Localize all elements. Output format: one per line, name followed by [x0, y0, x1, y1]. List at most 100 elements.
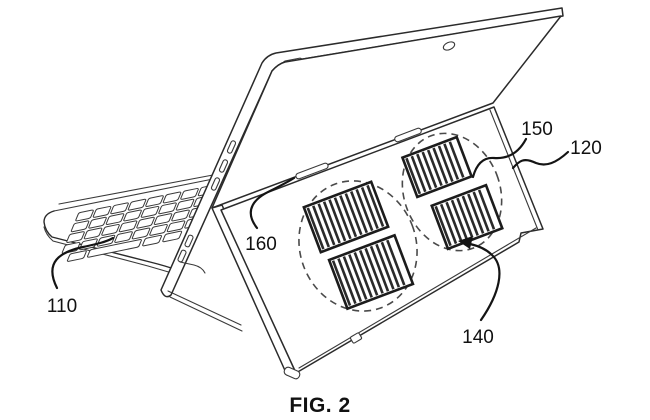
keyboard-key [119, 221, 138, 233]
keyboard-hinge-bar [184, 234, 194, 248]
tablet-bottom-edge-thickness [169, 296, 243, 332]
side-port [210, 177, 221, 191]
annotations: 110 160 150 120 140 [47, 119, 602, 348]
tablet-back-panel [211, 15, 562, 209]
solar-cell-stripe [364, 247, 384, 294]
solar-cell-stripe [456, 197, 474, 238]
keyboard-key [167, 221, 186, 233]
ref-label-150: 150 [521, 119, 553, 140]
solar-cell-stripe [443, 143, 460, 180]
solar-cell-stripe [375, 243, 395, 290]
solar-cell-stripe [360, 186, 379, 230]
keyboard-key [84, 228, 103, 240]
solar-cell-stripe [467, 193, 485, 234]
keyboard-key [75, 210, 94, 222]
solar-cell-stripe [358, 249, 379, 296]
figure-caption: FIG. 2 [289, 394, 350, 417]
solar-cell-stripe [434, 205, 452, 247]
keyboard-key [180, 188, 199, 200]
keyboard-key [158, 203, 177, 215]
solar-cell-stripe [348, 254, 368, 300]
hinge-barrel [295, 162, 329, 180]
solar-cell-stripe [450, 199, 469, 240]
keyboard-key [67, 250, 87, 261]
keyboard-key [149, 224, 168, 236]
solar-cell-stripe [461, 195, 479, 236]
keyboard-key [106, 213, 125, 225]
keyboard-key [163, 192, 182, 204]
keyboard-key [128, 199, 147, 211]
solar-cell-stripe [344, 193, 363, 236]
keyboard-back-rim [58, 174, 214, 205]
keyboard-key [88, 217, 107, 229]
keyboard-key [71, 221, 90, 233]
solar-cell-stripe [380, 241, 401, 288]
side-button [218, 159, 229, 173]
solar-cell-stripe [328, 199, 347, 242]
keyboard-key [66, 231, 85, 243]
kickstand [211, 106, 544, 380]
kickstand-bottom-thickness [298, 227, 537, 369]
keyboard-key [145, 195, 164, 207]
solar-cell-stripe [437, 145, 454, 182]
keyboard-front-edge [43, 210, 178, 271]
solar-cell [400, 135, 474, 199]
keyboard-key [101, 224, 120, 236]
solar-cell-stripe [405, 157, 422, 195]
solar-cell-stripe [445, 201, 463, 243]
keyboard-key [123, 210, 142, 222]
keyboard-key [154, 213, 173, 225]
hinge-barrel [394, 127, 422, 143]
solar-cell-stripe [439, 203, 458, 245]
solar-cell-stripe [353, 252, 373, 298]
leader-110 [51, 236, 115, 290]
keyboard-key [171, 210, 190, 222]
ref-label-160: 160 [245, 234, 277, 255]
keyboard-key [110, 203, 129, 215]
dashed-region-outline [298, 132, 503, 312]
keyboard-key [142, 235, 162, 246]
solar-cell-stripe [342, 256, 363, 302]
kickstand-edge-notch [349, 332, 363, 344]
keyboard-key [136, 217, 155, 229]
solar-cell-stripe [355, 188, 374, 232]
keyboard-front-thickness [43, 226, 173, 274]
solar-cell-stripe [312, 205, 331, 248]
solar-cell-stripe [369, 245, 390, 292]
solar-cell-stripe [410, 155, 427, 193]
tablet-body [160, 7, 564, 332]
ref-label-120: 120 [570, 138, 602, 159]
keyboard-key [132, 228, 151, 240]
solar-cell-stripe [331, 260, 352, 307]
keyboard-back-edge [53, 178, 214, 212]
solar-cell-stripe [350, 191, 368, 234]
kickstand-foot [283, 366, 301, 380]
ref-label-140: 140 [462, 327, 494, 348]
keyboard-key [176, 199, 195, 211]
leader-140 [468, 242, 501, 322]
solar-cell-stripe [432, 147, 449, 184]
keyboard-key [162, 231, 182, 242]
solar-cell-stripe [386, 239, 406, 286]
solar-cell-stripe [416, 153, 432, 191]
arrowhead-140 [458, 236, 473, 249]
solar-cell-stripe [339, 195, 358, 238]
solar-cell-stripe [421, 151, 438, 189]
leader-120 [511, 150, 570, 170]
solar-cell-stripe [306, 207, 325, 250]
solar-cell-stripe [448, 141, 465, 178]
keyboard-key [141, 206, 160, 218]
solar-cell-stripe [472, 191, 490, 232]
solar-cell-stripe [337, 258, 357, 304]
solar-cell-stripe [366, 184, 385, 227]
camera-hole [442, 41, 456, 51]
keyboard-key [87, 239, 142, 257]
keyboard-hinge-bar [177, 249, 187, 263]
solar-cell-stripe [426, 149, 443, 187]
solar-cell [327, 233, 415, 311]
leader-160 [249, 176, 296, 230]
side-button [226, 140, 237, 154]
solar-cell-stripe [477, 189, 496, 230]
